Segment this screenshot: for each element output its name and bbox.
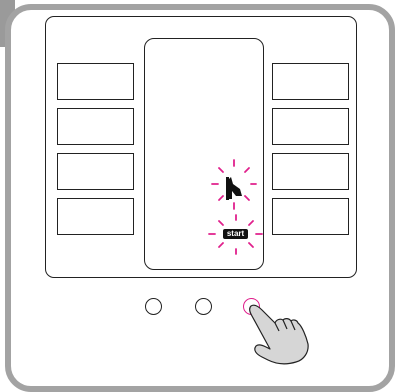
pointing-hand-icon: [250, 305, 309, 364]
